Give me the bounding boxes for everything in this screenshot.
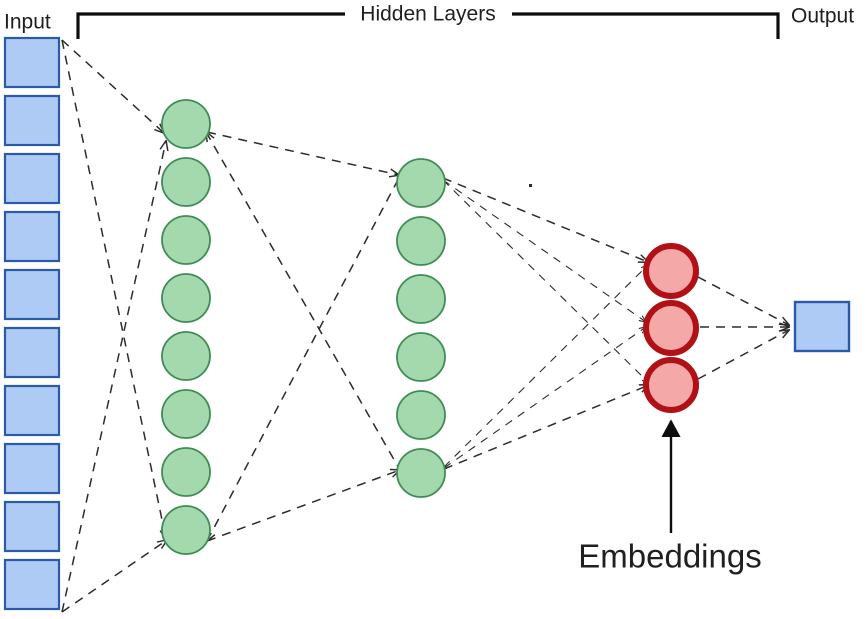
embedding-node[interactable] [643, 243, 699, 299]
connection-line [442, 179, 649, 383]
hidden-node[interactable] [161, 447, 211, 497]
connection-line [442, 179, 646, 322]
hidden-node[interactable] [396, 448, 446, 498]
connection-line [61, 39, 166, 539]
input-node[interactable] [3, 268, 61, 321]
input-layer [3, 36, 61, 611]
hidden-node[interactable] [161, 99, 211, 149]
input-node[interactable] [3, 500, 61, 553]
input-node[interactable] [3, 210, 61, 263]
output-node[interactable] [793, 300, 851, 353]
output-layer [793, 300, 851, 353]
connections-hidden2-to-embeddings [442, 177, 649, 470]
connection-line [206, 132, 401, 471]
hidden-node[interactable] [161, 331, 211, 381]
hidden-layer-1 [161, 99, 211, 555]
connection-line [206, 131, 399, 175]
connection-line [443, 327, 646, 469]
hidden-node[interactable] [161, 215, 211, 265]
hidden-node[interactable] [396, 158, 446, 208]
embedding-node[interactable] [643, 357, 699, 413]
connection-line [443, 265, 648, 468]
bracket-right-tick [512, 12, 780, 39]
hidden-node[interactable] [161, 505, 211, 555]
connection-line [206, 470, 400, 542]
hidden-node[interactable] [396, 274, 446, 324]
embeddings-label: Embeddings [578, 538, 761, 575]
input-node[interactable] [3, 558, 61, 611]
connection-line [443, 385, 649, 470]
connection-line [61, 141, 166, 613]
hidden-node[interactable] [396, 216, 446, 266]
connection-line [207, 175, 401, 541]
hidden-node[interactable] [161, 157, 211, 207]
hidden-layers-label: Hidden Layers [360, 3, 495, 26]
hidden-node[interactable] [161, 273, 211, 323]
input-node[interactable] [3, 326, 61, 379]
connections-input-to-hidden1 [61, 39, 167, 613]
embedding-node[interactable] [643, 300, 699, 356]
input-node[interactable] [3, 384, 61, 437]
input-node[interactable] [3, 36, 61, 89]
hidden-layers-bracket [76, 12, 780, 39]
render-artifact-dot [529, 184, 532, 187]
input-node[interactable] [3, 94, 61, 147]
connections-hidden1-to-hidden2 [206, 132, 400, 541]
connections-embeddings-to-output [697, 276, 789, 380]
connection-line [442, 177, 648, 262]
hidden-node[interactable] [396, 332, 446, 382]
input-node[interactable] [3, 442, 61, 495]
input-label: Input [4, 11, 51, 34]
hidden-layer-2 [396, 158, 446, 498]
embedding-layer [643, 243, 699, 413]
output-label: Output [791, 5, 854, 28]
bracket-left-tick [76, 12, 345, 39]
connection-line [61, 540, 167, 613]
hidden-node[interactable] [396, 390, 446, 440]
input-node[interactable] [3, 152, 61, 205]
connection-line [61, 39, 164, 133]
hidden-node[interactable] [161, 389, 211, 439]
connection-line [697, 276, 789, 325]
connection-line [697, 330, 789, 380]
